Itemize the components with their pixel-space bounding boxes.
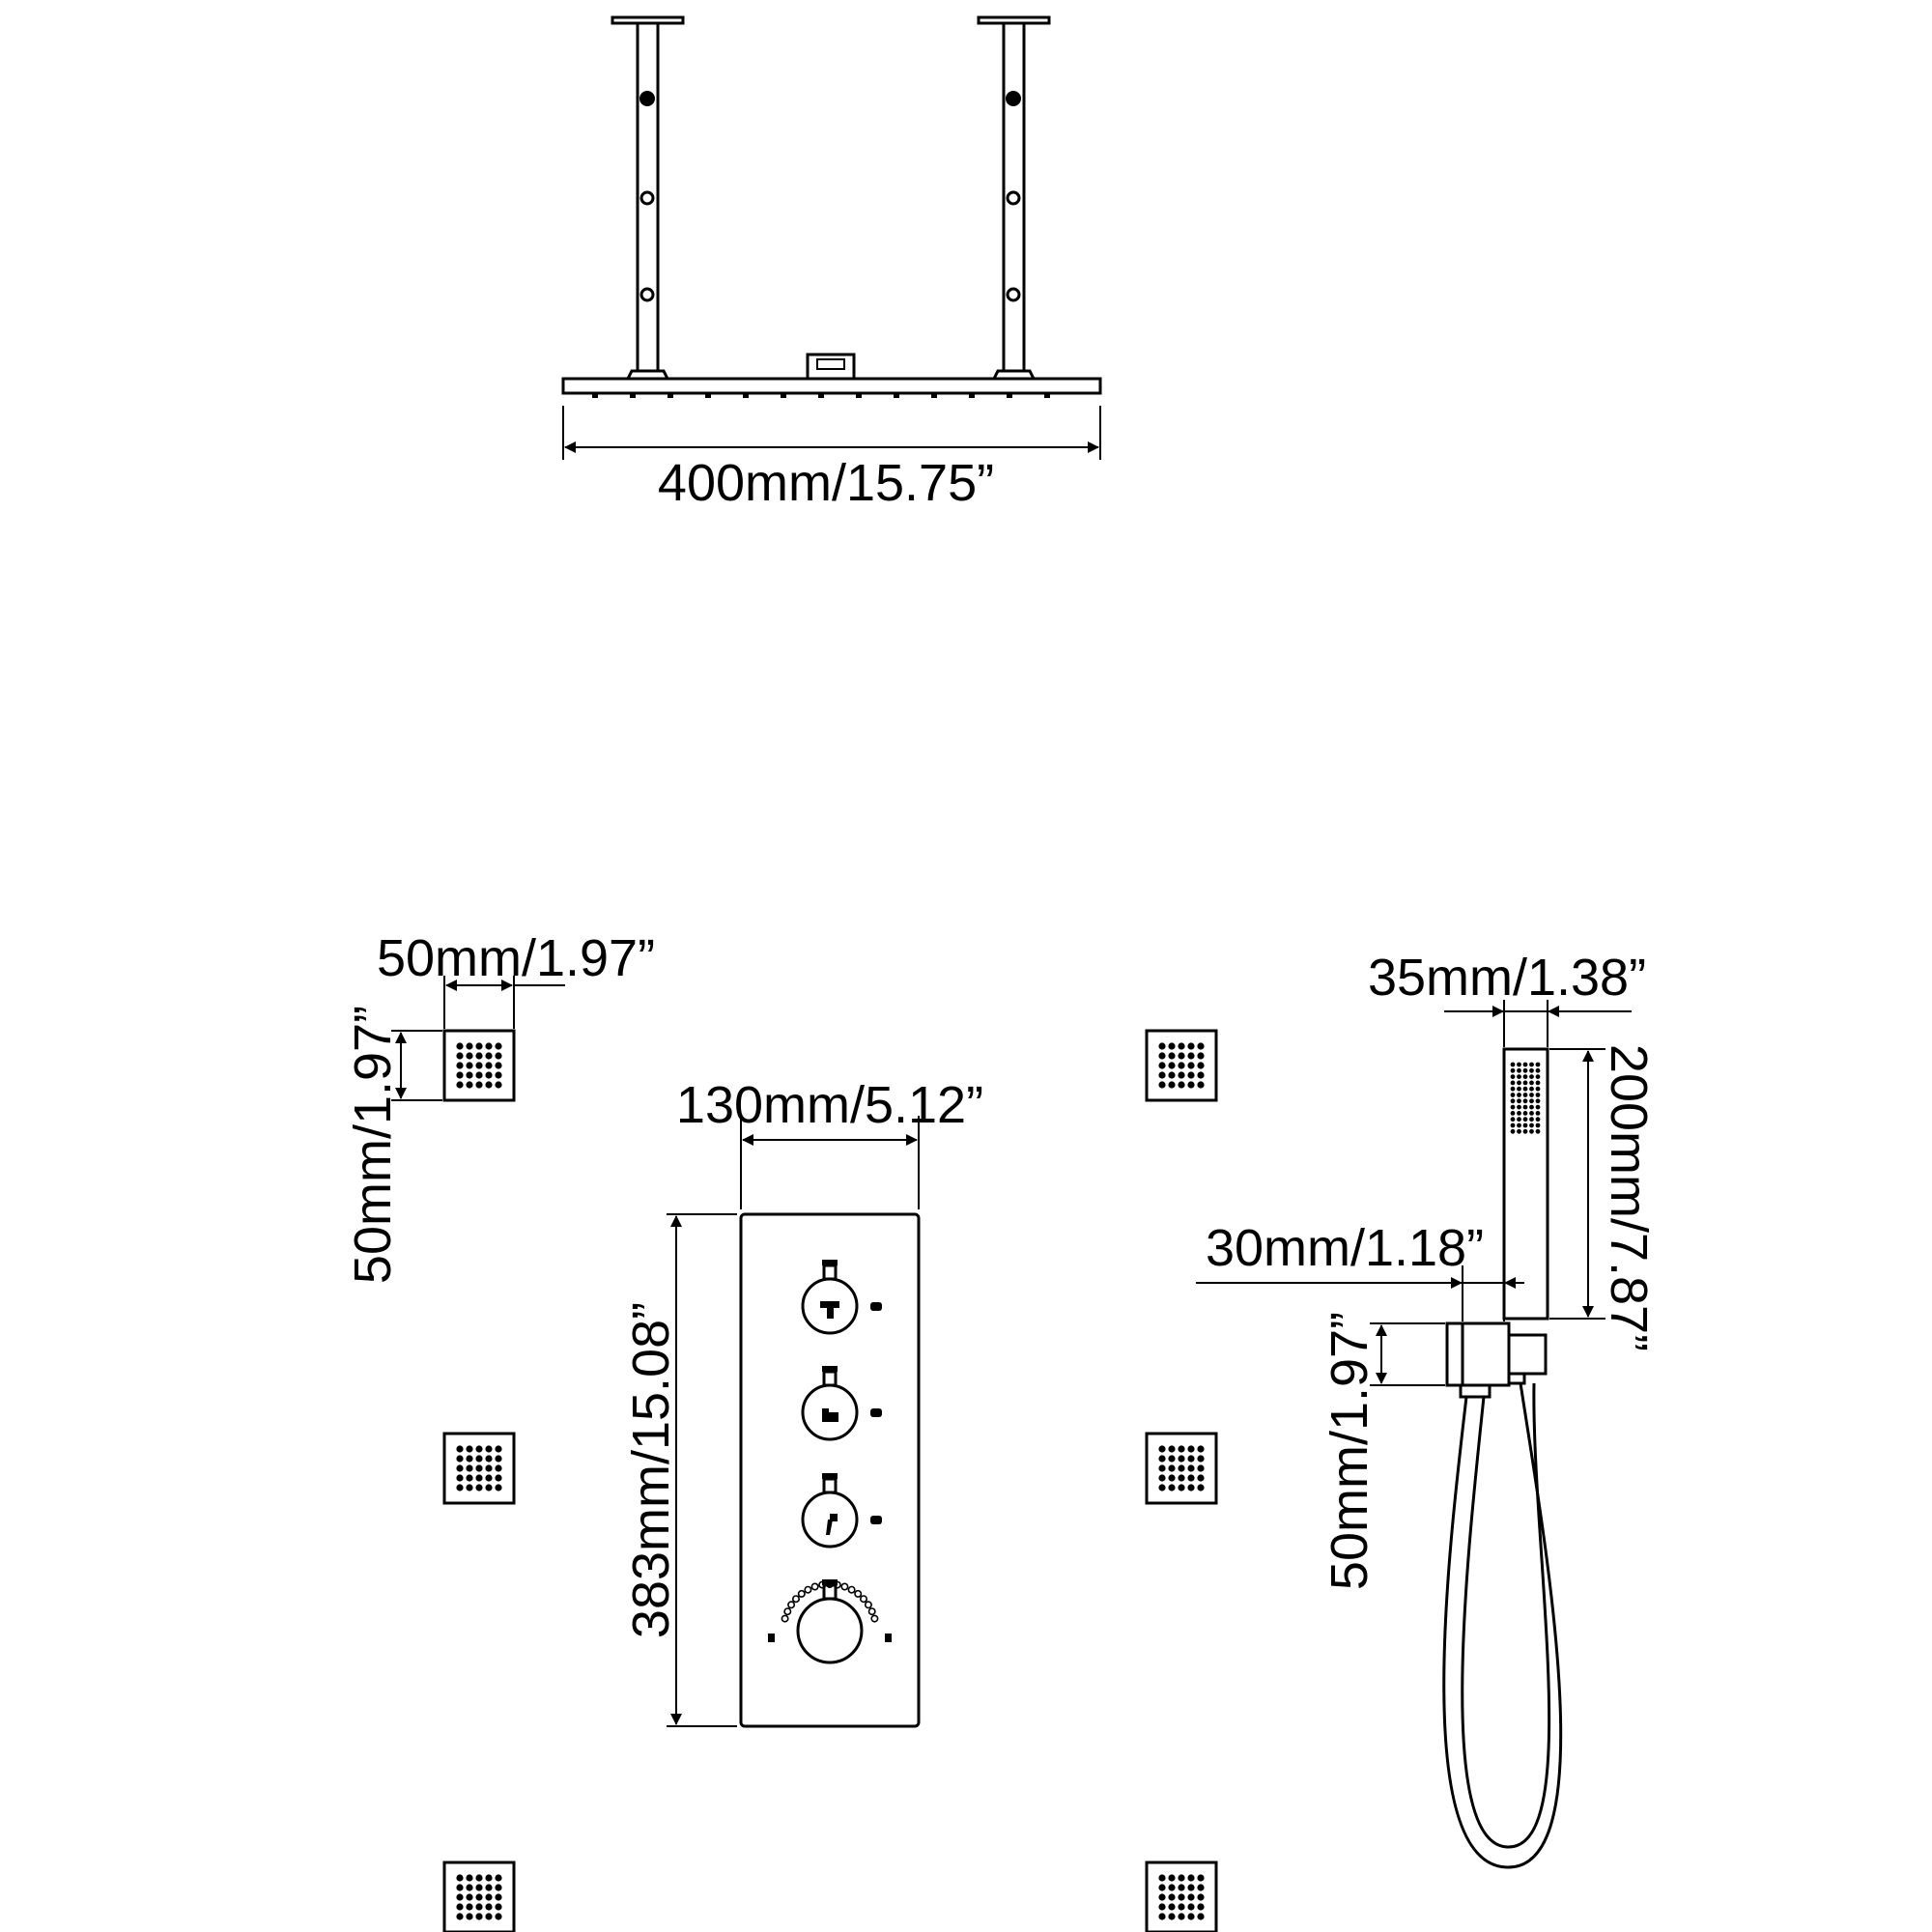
ceiling-arm-icon	[611, 15, 685, 381]
body-jet-icon	[1145, 1029, 1218, 1102]
body-jet-icon	[442, 1029, 516, 1102]
handshower-width-dimension: 35mm/1.38”	[1368, 949, 1646, 1047]
rain-shower-assembly: 400mm/15.75”	[561, 15, 1102, 512]
rain-head-width-label: 400mm/15.75”	[658, 454, 994, 512]
body-jet-icon	[442, 1861, 516, 1932]
handshower-length-dimension: 200mm/7.87”	[1549, 1044, 1658, 1351]
body-jet-width-label: 50mm/1.97”	[377, 929, 655, 987]
ceiling-arm-icon	[977, 15, 1051, 381]
panel-height-label: 383mm/15.08”	[622, 1302, 680, 1638]
hand-shower-assembly: 35mm/1.38” 200mm/7.87” 30mm/1.18” 50mm/1…	[1196, 949, 1658, 1869]
body-jet-icon	[1145, 1432, 1218, 1505]
shower-hose-icon	[1442, 1382, 1563, 1869]
handshower-width-label: 35mm/1.38”	[1368, 949, 1646, 1007]
body-jet-width-dimension: 50mm/1.97”	[377, 929, 655, 1029]
wall-holder-icon	[1445, 1321, 1548, 1399]
diverter-knob-icon	[801, 1260, 882, 1335]
panel-width-dimension: 130mm/5.12”	[676, 1076, 983, 1209]
panel-width-label: 130mm/5.12”	[676, 1076, 983, 1134]
thermostat-knob-icon	[768, 1579, 892, 1664]
body-jet-height-label: 50mm/1.97”	[344, 1006, 402, 1284]
holder-width-dimension: 30mm/1.18”	[1196, 1219, 1524, 1321]
holder-width-label: 30mm/1.18”	[1206, 1219, 1484, 1277]
panel-height-dimension: 383mm/15.08”	[622, 1213, 737, 1727]
body-jet-icon	[1145, 1861, 1218, 1932]
diverter-knob-icon	[801, 1366, 882, 1441]
hand-shower-icon	[1502, 1047, 1549, 1321]
handshower-length-label: 200mm/7.87”	[1600, 1044, 1658, 1351]
holder-height-label: 50mm/1.97”	[1321, 1312, 1378, 1590]
holder-height-dimension: 50mm/1.97”	[1321, 1312, 1445, 1590]
thermostatic-panel-icon: 130mm/5.12” 383mm/15.08”	[622, 1076, 983, 1728]
body-jet-height-dimension: 50mm/1.97”	[344, 1006, 442, 1284]
rain-head-width-dimension: 400mm/15.75”	[562, 406, 1101, 512]
rain-shower-head-icon	[561, 353, 1102, 398]
diverter-knob-icon	[801, 1473, 882, 1548]
body-jet-icon	[442, 1432, 516, 1505]
